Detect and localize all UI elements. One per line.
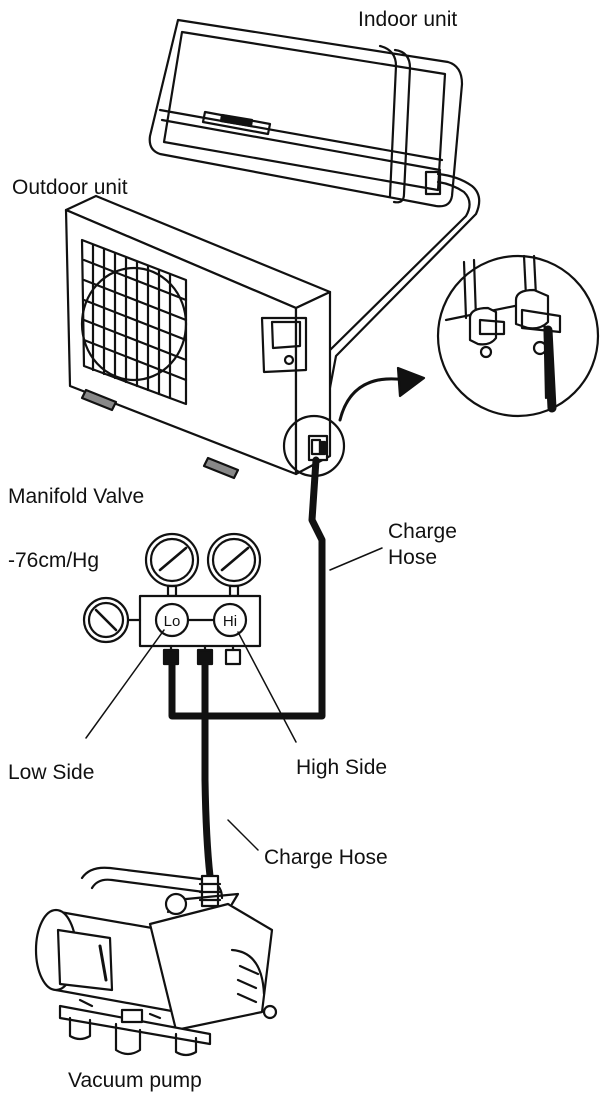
leader-high-side <box>237 631 297 743</box>
refrigerant-pipes <box>312 172 481 432</box>
outdoor-unit <box>64 194 332 480</box>
label-charge-hose-upper-1: Charge <box>388 520 457 543</box>
charge-hose-pump <box>201 660 214 880</box>
label-indoor-unit: Indoor unit <box>358 8 458 31</box>
label-manifold-valve: Manifold Valve <box>8 485 145 508</box>
charge-hose-high <box>168 456 326 720</box>
leader-charge-hose-upper <box>329 547 383 571</box>
valve-detail-view <box>436 254 600 418</box>
manifold-lo-label: Lo <box>164 613 181 630</box>
label-outdoor-unit: Outdoor unit <box>12 176 128 199</box>
detail-arrow <box>338 377 408 422</box>
label-low-side: Low Side <box>8 761 95 784</box>
leader-low-side <box>85 629 165 739</box>
leader-charge-hose-lower <box>227 819 259 851</box>
indoor-unit <box>148 18 464 208</box>
arrow-head-icon <box>396 366 426 398</box>
label-vacuum-pump: Vacuum pump <box>68 1069 202 1092</box>
label-pressure: -76cm/Hg <box>8 549 100 572</box>
label-charge-hose-lower: Charge Hose <box>264 846 388 869</box>
vacuum-pump <box>34 866 278 1057</box>
manifold-hi-label: Hi <box>223 613 237 630</box>
label-high-side: High Side <box>296 756 388 779</box>
manifold-valve <box>82 532 262 666</box>
label-charge-hose-upper-2: Hose <box>388 546 438 569</box>
